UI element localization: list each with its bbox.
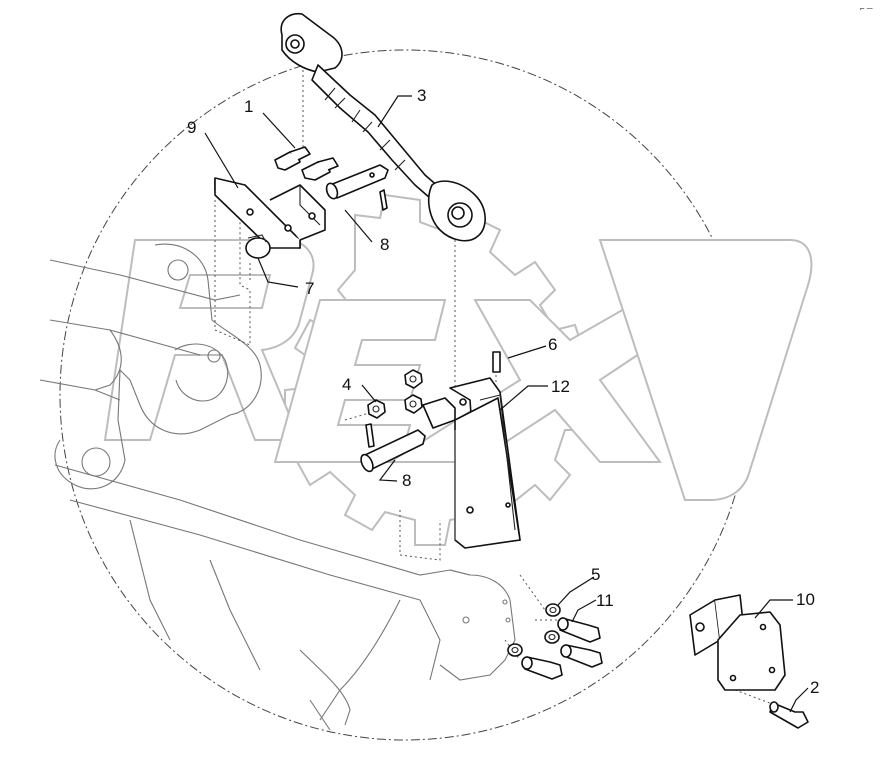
callout-leaders — [204, 95, 809, 713]
bolts-part-11 — [521, 617, 603, 680]
washers-part-5 — [507, 603, 561, 657]
callout-4: 4 — [342, 375, 351, 394]
callout-9: 9 — [187, 118, 196, 137]
bolts-part-1 — [274, 146, 339, 181]
bracket-ghost-upper — [214, 200, 441, 561]
callout-11: 11 — [596, 591, 614, 610]
top-link-part-3 — [280, 12, 486, 242]
callout-2: 2 — [810, 678, 819, 697]
plate-bracket-part-10 — [689, 594, 786, 691]
callout-6: 6 — [548, 335, 557, 354]
roll-pin-part-6 — [492, 351, 501, 373]
nuts-part-4 — [367, 369, 423, 419]
upper-bracket-part-9 — [214, 177, 326, 249]
watermark-logo — [103, 193, 813, 546]
tractor-frame — [39, 243, 516, 731]
callout-1: 1 — [244, 97, 253, 116]
callout-7: 7 — [305, 279, 314, 298]
callout-3: 3 — [417, 86, 426, 105]
corner-mark: ⌐ ─ — [860, 4, 873, 13]
callout-8-upper: 8 — [380, 235, 389, 254]
callout-10: 10 — [796, 590, 815, 609]
pin-part-8-upper — [325, 164, 389, 211]
callout-labels: 1 9 3 8 7 4 6 12 8 5 11 10 2 ⌐ ─ — [187, 4, 873, 697]
pin-part-8-lower — [360, 423, 426, 473]
bolt-part-2 — [769, 701, 809, 729]
callout-8-lower: 8 — [402, 471, 411, 490]
callout-5: 5 — [591, 565, 600, 584]
lower-bracket-part-12 — [422, 377, 521, 549]
callout-12: 12 — [551, 377, 570, 396]
